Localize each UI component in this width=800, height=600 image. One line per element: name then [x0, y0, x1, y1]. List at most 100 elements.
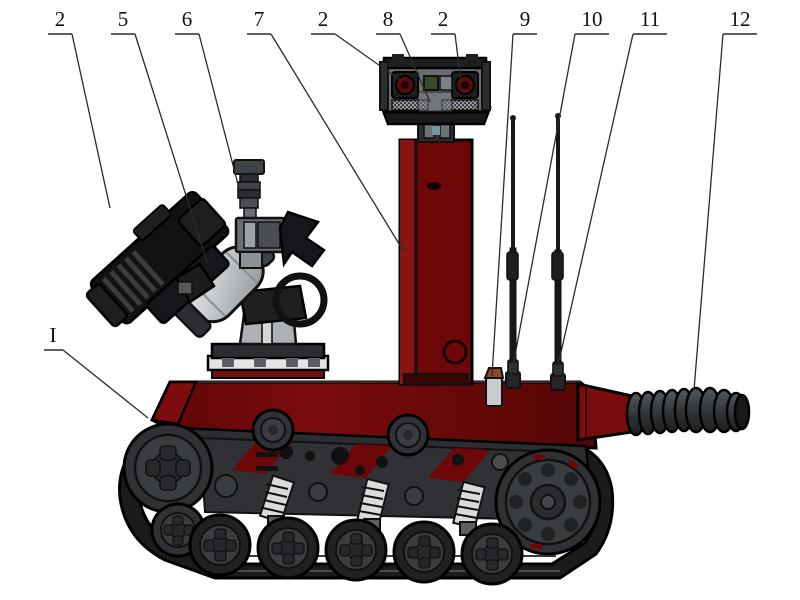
nozzle-rings: [625, 386, 747, 437]
callout-label-5: 5: [118, 7, 129, 31]
antenna-front-coil: [506, 251, 519, 281]
antenna-front-whip: [511, 118, 515, 254]
stack-ring-3: [237, 189, 261, 199]
turret-ring-base: [206, 342, 330, 379]
detail-bar-2: [256, 466, 278, 471]
top-roller-1: [251, 408, 295, 452]
rear-drive-sprocket: [494, 448, 602, 556]
callout-label-2: 2: [318, 7, 329, 31]
callout-label-2: 2: [438, 7, 449, 31]
callout-leader-12: [693, 33, 757, 391]
detail-bar-1: [256, 452, 278, 457]
callout-label-10: 10: [582, 7, 603, 31]
callout-leader-5: [111, 33, 208, 263]
head-rail-lug-l: [392, 54, 404, 60]
canister-body: [485, 377, 503, 407]
camera-ribs: [101, 250, 165, 313]
black-thermal-camera: [85, 191, 230, 328]
camera-top-block: [132, 204, 172, 241]
mast-base-collar: [403, 373, 469, 385]
callout-line: [71, 33, 111, 209]
callout-leader-9: [491, 33, 537, 377]
antenna-rear-coil: [551, 251, 564, 281]
callout-layer: [44, 33, 757, 419]
callout-line: [491, 33, 514, 377]
road-wheel-2: [256, 516, 320, 580]
front-idler-wheel: [122, 422, 214, 514]
callout-leader-8: [376, 33, 431, 103]
callout-line: [270, 33, 405, 253]
road-wheel-3: [324, 518, 388, 582]
pod-left-bracket: [174, 262, 216, 304]
callout-line: [693, 33, 724, 391]
callout-label-9: 9: [520, 7, 531, 31]
callout-leader-10: [509, 33, 609, 383]
antenna-front-tip: [510, 115, 516, 121]
mast-left-facet: [400, 140, 414, 384]
center-sensor-panel: [439, 75, 453, 91]
callout-label-I: I: [50, 323, 57, 347]
left-sensor-pod-assembly: [172, 159, 328, 346]
callout-label-7: 7: [254, 7, 265, 31]
nozzle-opening: [733, 393, 751, 431]
antenna-front: [505, 115, 521, 389]
detail-hub-5: [404, 486, 424, 506]
callout-leader-6: [175, 33, 242, 197]
camera-lens-right-core: [461, 81, 469, 89]
callout-label-8: 8: [383, 7, 394, 31]
detail-bolt-6: [452, 454, 464, 466]
callout-label-2: 2: [55, 7, 66, 31]
stack-neck: [243, 207, 257, 219]
turret-dark-ring: [210, 342, 326, 360]
antenna-rear: [550, 113, 566, 391]
upper-sensor-stack: [233, 159, 286, 269]
callout-label-6: 6: [182, 7, 193, 31]
head-post-right: [481, 61, 491, 111]
callout-line: [198, 33, 242, 197]
callout-line: [134, 33, 208, 263]
stack-ring-1: [239, 173, 259, 183]
stack-panel-1: [243, 221, 257, 249]
sprocket-center: [540, 494, 556, 510]
callout-leader-2: [311, 33, 401, 81]
stack-top-cap: [233, 159, 265, 175]
running-gear-detail: [214, 445, 548, 506]
callout-leader-2: [48, 33, 111, 209]
stack-ring-2: [237, 181, 261, 191]
deck-canister: [483, 367, 505, 407]
detail-hub-3: [214, 474, 238, 498]
head-front-window: [417, 91, 453, 113]
rear-corrugated-nozzle: [576, 382, 751, 442]
sprocket-holes: [509, 463, 587, 541]
callout-line: [509, 33, 576, 383]
telescopic-mast: [398, 138, 474, 386]
canister-cap: [483, 367, 505, 379]
center-green-sensor: [423, 75, 439, 91]
top-return-rollers: [251, 408, 430, 457]
spring-3: [452, 480, 486, 536]
front-return-roller: [150, 502, 206, 558]
detail-hub-4: [308, 482, 328, 502]
detail-bolt-3: [331, 447, 349, 465]
head-rail-lug-r: [466, 54, 478, 60]
callout-leader-7: [247, 33, 405, 253]
sprocket-red-slots: [530, 455, 578, 549]
road-wheel-5: [460, 522, 524, 586]
callout-line: [334, 33, 401, 81]
road-wheel-4: [392, 520, 456, 584]
turret-bolts: [222, 358, 320, 367]
callout-line: [62, 349, 149, 419]
callout-leader-2: [431, 33, 462, 83]
road-wheels: [188, 513, 524, 586]
callout-leader-I: [44, 349, 149, 419]
pod-arrow-bracket: [278, 210, 326, 268]
idler-hub: [145, 445, 191, 491]
head-post-left: [379, 61, 389, 111]
callout-label-12: 12: [730, 7, 751, 31]
hull-gap-red-2: [330, 444, 392, 478]
top-roller-2: [386, 413, 430, 457]
pod-arc-bracket: [272, 272, 328, 328]
mast-ring-detail: [442, 339, 468, 365]
